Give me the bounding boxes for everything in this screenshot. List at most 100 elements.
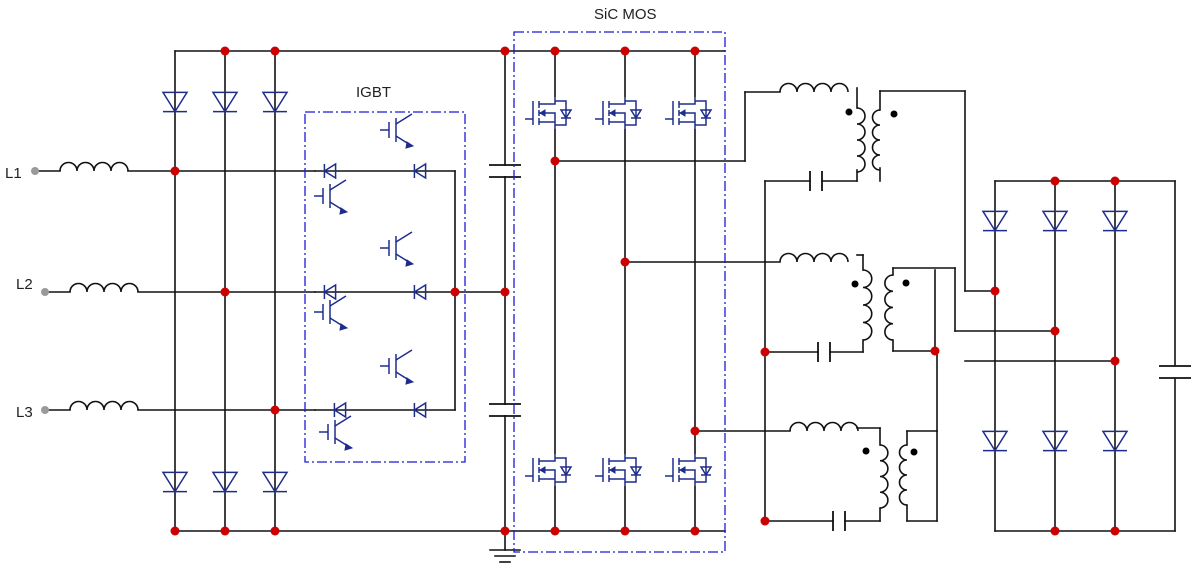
capacitor-icon — [487, 164, 523, 178]
junction-node — [990, 286, 1000, 296]
resonant-inductor-2-icon — [779, 252, 849, 263]
diode-icon — [261, 471, 289, 494]
input-terminal-3 — [41, 406, 49, 414]
igbt-icon — [380, 349, 415, 385]
igbt-icon — [314, 295, 349, 331]
transformer-2-primary-icon — [862, 269, 873, 341]
junction-nodes — [31, 46, 1120, 536]
junction-node — [690, 426, 700, 436]
l1-terminal-label: L1 — [5, 165, 22, 182]
polarity-dot — [862, 447, 870, 455]
l3-terminal-label: L3 — [16, 404, 33, 421]
junction-node — [1050, 176, 1060, 186]
junction-node — [1110, 176, 1120, 186]
igbt-icon — [319, 415, 354, 451]
module-boxes — [304, 31, 726, 553]
diode-icon — [332, 401, 347, 419]
transformer-3-primary-icon — [879, 444, 889, 509]
junction-node — [220, 526, 230, 536]
junction-node — [760, 516, 770, 526]
junction-node — [1110, 526, 1120, 536]
junction-node — [270, 46, 280, 56]
junction-node — [930, 346, 940, 356]
junction-node — [550, 46, 560, 56]
diode-icon — [211, 471, 239, 494]
diode-icon — [322, 162, 337, 180]
input-terminal-1 — [31, 167, 39, 175]
junction-node — [170, 526, 180, 536]
diode-icon — [1101, 430, 1129, 453]
l3-inductor-icon — [69, 400, 139, 411]
junction-node — [450, 287, 460, 297]
labels: IGBT SiC MOS L1 L2 L3 — [5, 6, 657, 421]
ground-icon — [489, 549, 521, 563]
junction-node — [690, 526, 700, 536]
igbt-module-label: IGBT — [356, 84, 391, 101]
mosfet-icon — [521, 97, 575, 129]
junction-node — [500, 46, 510, 56]
sic-mos-module-label: SiC MOS — [594, 6, 657, 23]
igbt-icon — [380, 231, 415, 267]
igbt-icon — [314, 179, 349, 215]
capacitor-icon — [809, 169, 823, 193]
diode-icon — [412, 283, 427, 301]
junction-node — [170, 166, 180, 176]
diode-icon — [412, 162, 427, 180]
polarity-dot — [845, 108, 853, 116]
diode-icon — [1041, 430, 1069, 453]
l1-inductor-icon — [59, 161, 129, 172]
junction-node — [270, 526, 280, 536]
mosfet-icon — [521, 454, 575, 486]
junction-node — [550, 526, 560, 536]
diode-icon — [1041, 210, 1069, 233]
mosfet-icon — [661, 454, 715, 486]
mosfet-icon — [591, 97, 645, 129]
wires — [34, 50, 1176, 551]
capacitor-icon — [832, 509, 846, 533]
junction-node — [270, 405, 280, 415]
diode-icon — [322, 283, 337, 301]
transformer-2-secondary-icon — [884, 274, 894, 341]
junction-node — [760, 347, 770, 357]
transformer-3-secondary-icon — [898, 444, 908, 506]
junction-node — [620, 526, 630, 536]
junction-node — [690, 46, 700, 56]
junction-node — [1110, 356, 1120, 366]
igbt-module-box — [304, 111, 466, 463]
transformer-1-primary-icon — [856, 107, 866, 173]
diode-icon — [412, 401, 427, 419]
capacitor-icon — [817, 340, 831, 364]
diode-icon — [161, 91, 189, 114]
resonant-inductor-3-icon — [789, 421, 859, 432]
igbt-icon — [380, 113, 415, 149]
components — [59, 82, 1193, 563]
junction-node — [220, 46, 230, 56]
diode-icon — [1101, 210, 1129, 233]
transformer-1-secondary-icon — [871, 109, 881, 171]
capacitor-icon — [487, 403, 523, 417]
junction-node — [620, 46, 630, 56]
junction-node — [500, 526, 510, 536]
junction-node — [550, 156, 560, 166]
l2-inductor-icon — [69, 282, 139, 293]
mosfet-icon — [661, 97, 715, 129]
junction-node — [500, 287, 510, 297]
diode-icon — [161, 471, 189, 494]
diode-icon — [981, 210, 1009, 233]
junction-node — [1050, 526, 1060, 536]
capacitor-icon — [1157, 365, 1193, 379]
polarity-dot — [910, 448, 918, 456]
sic-mos-module-box — [513, 31, 726, 553]
diode-icon — [981, 430, 1009, 453]
input-terminal-2 — [41, 288, 49, 296]
junction-node — [620, 257, 630, 267]
resonant-inductor-1-icon — [779, 82, 849, 93]
junction-node — [220, 287, 230, 297]
diode-icon — [261, 91, 289, 114]
junction-node — [1050, 326, 1060, 336]
polarity-dot — [851, 280, 859, 288]
polarity-dot — [902, 279, 910, 287]
mosfet-icon — [591, 454, 645, 486]
